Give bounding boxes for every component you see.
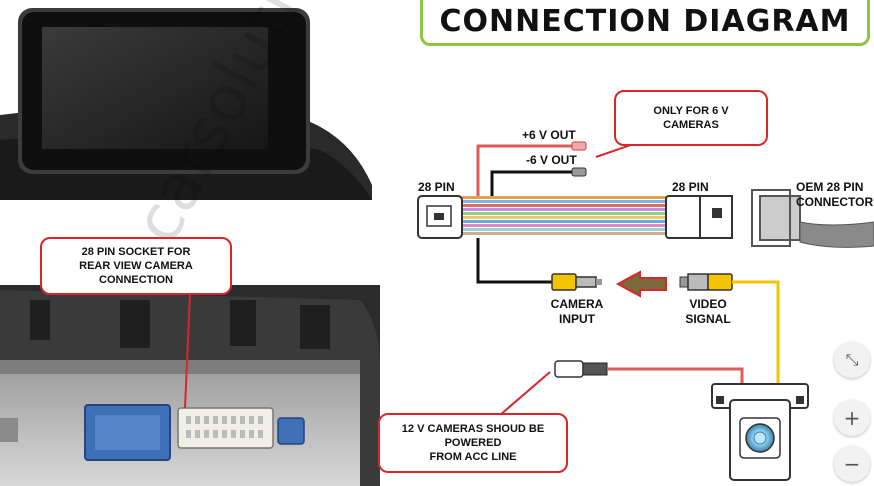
oem-connector-label: OEM 28 PIN CONNECTOR bbox=[796, 180, 874, 209]
acc-pointer bbox=[499, 371, 551, 416]
minus6v-label: -6 V OUT bbox=[526, 153, 577, 167]
pin28-left-label: 28 PIN bbox=[418, 180, 455, 194]
video-signal-rca bbox=[679, 273, 733, 291]
socket-pointer bbox=[184, 293, 191, 409]
head-unit-photo bbox=[0, 285, 380, 486]
callout-only-6v: ONLY FOR 6 V CAMERAS bbox=[614, 90, 768, 146]
camera-input-label: CAMERA INPUT bbox=[550, 297, 604, 326]
fit-screen-icon: ⤡ bbox=[845, 350, 859, 369]
callout-socket: 28 PIN SOCKET FOR REAR VIEW CAMERA CONNE… bbox=[40, 237, 232, 295]
minus-icon: − bbox=[843, 452, 861, 476]
wire-harness bbox=[462, 196, 666, 235]
plus6v-label: +6 V OUT bbox=[522, 128, 576, 142]
signal-arrow bbox=[615, 270, 667, 298]
right-28pin-connector bbox=[665, 195, 733, 239]
monitor-photo bbox=[0, 0, 380, 200]
camera-input-wire bbox=[476, 238, 552, 284]
video-wire bbox=[732, 280, 780, 395]
plus-icon: + bbox=[843, 406, 861, 430]
fit-screen-button[interactable]: ⤡ bbox=[834, 342, 870, 378]
oem-connector bbox=[751, 189, 874, 248]
page-title: CONNECTION DIAGRAM bbox=[420, 0, 870, 46]
camera-input-rca bbox=[551, 273, 602, 291]
minus6v-terminal bbox=[571, 167, 587, 177]
power-plug bbox=[554, 360, 608, 378]
plus6v-terminal bbox=[571, 141, 587, 151]
minus6v-wire bbox=[490, 170, 572, 196]
left-28pin-connector bbox=[417, 195, 463, 239]
rear-camera bbox=[711, 383, 809, 481]
pin28-right-label: 28 PIN bbox=[672, 180, 709, 194]
plus6v-wire bbox=[476, 144, 572, 196]
callout-acc: 12 V CAMERAS SHOUD BE POWERED FROM ACC L… bbox=[378, 413, 568, 473]
zoom-in-button[interactable]: + bbox=[834, 400, 870, 436]
title-text: CONNECTION DIAGRAM bbox=[439, 4, 851, 39]
video-signal-label: VIDEO SIGNAL bbox=[685, 297, 731, 326]
zoom-out-button[interactable]: − bbox=[834, 446, 870, 482]
